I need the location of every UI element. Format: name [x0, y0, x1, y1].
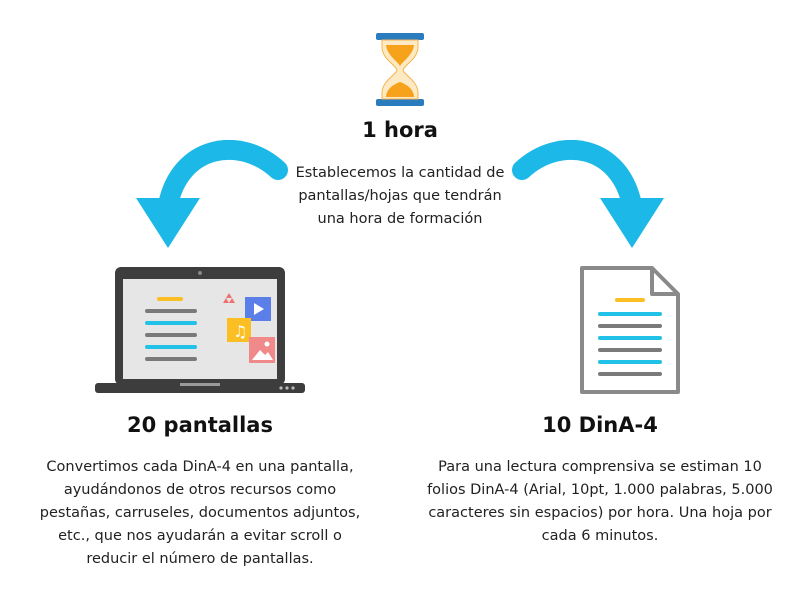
laptop-icon: ♫ [95, 267, 305, 393]
left-title: 20 pantallas [127, 413, 273, 437]
hourglass-icon [376, 33, 424, 106]
right-description: Para una lectura comprensiva se estiman … [427, 459, 773, 544]
right-title: 10 DinA-4 [542, 413, 658, 437]
center-title: 1 hora [362, 118, 438, 142]
svg-text:♫: ♫ [233, 322, 247, 341]
center-description: Establecemos la cantidad de pantallas/ho… [295, 165, 505, 227]
curved-arrow-left-icon [136, 140, 288, 248]
curved-arrow-right-icon [512, 140, 664, 248]
left-description: Convertimos cada DinA-4 en una pantalla,… [39, 459, 361, 567]
document-icon [580, 266, 680, 394]
